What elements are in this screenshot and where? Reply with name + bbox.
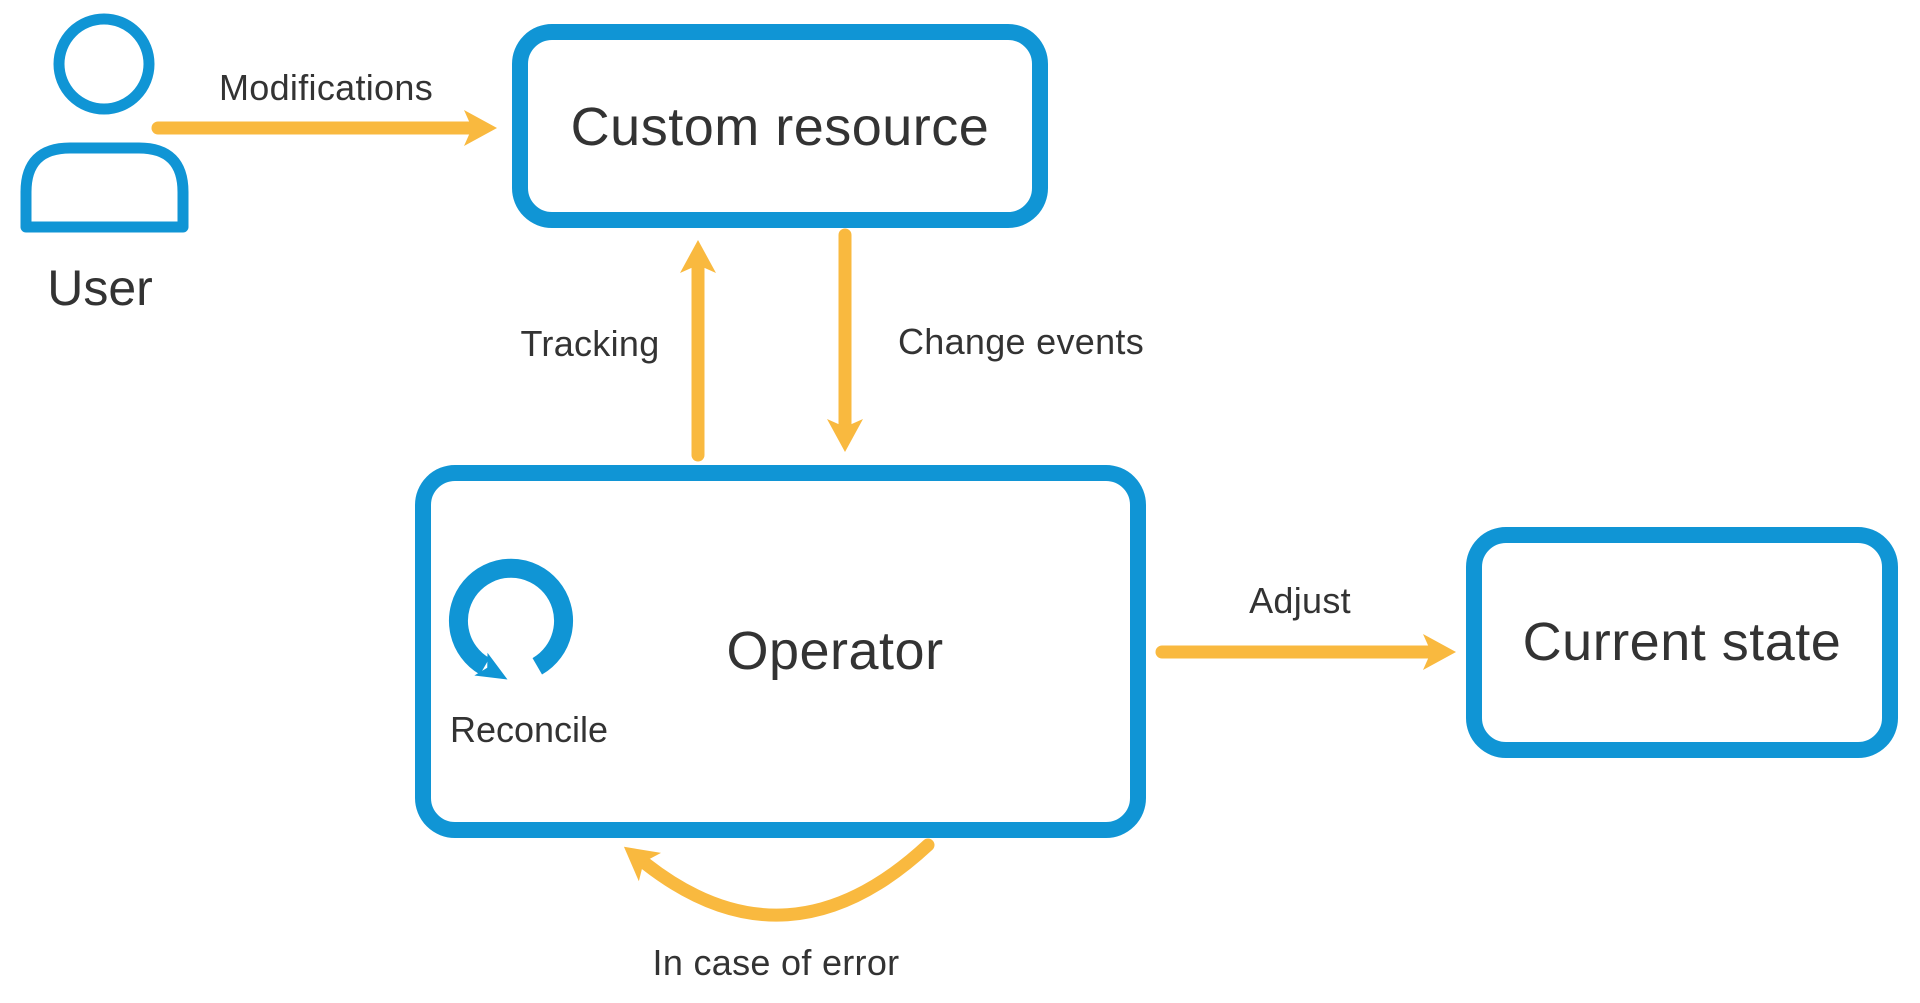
reconcile-label: Reconcile [449,709,609,750]
operator-node [415,465,1146,838]
error-loop-arrow [623,838,935,922]
adjust-edge-label: Adjust [1249,580,1351,621]
reconcile-loop-arrow-icon [448,558,574,680]
error-loop-edge-label: In case of error [652,942,900,983]
current-state-label: Current state [1522,612,1842,672]
current-state-node [1466,527,1898,758]
operator-label: Operator [726,621,944,681]
change-events-edge-label: Change events [897,321,1145,362]
custom-resource-node [512,24,1048,228]
custom-resource-label: Custom resource [570,97,990,157]
user-label: User [47,260,153,316]
modifications-edge-label: Modifications [219,67,433,108]
user-person-icon [20,13,189,233]
tracking-edge-label: Tracking [520,323,660,364]
